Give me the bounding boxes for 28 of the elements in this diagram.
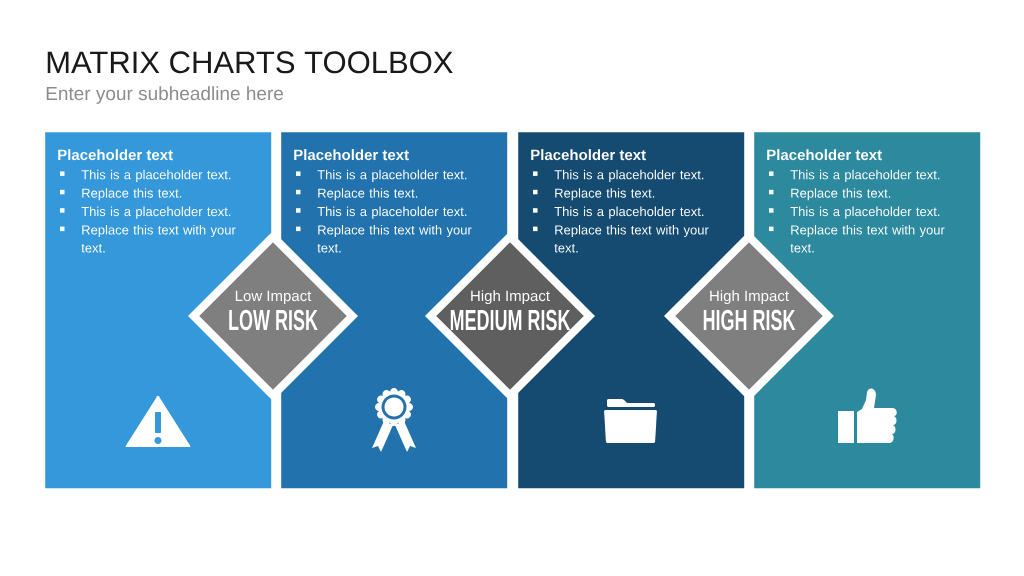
panel-heading: Placeholder text [767, 149, 882, 161]
panel-heading: Placeholder text [58, 149, 173, 161]
impact-label: High Impact [471, 290, 550, 305]
title: MATRIX CHARTS TOOLBOX [47, 51, 453, 74]
bullet-text: This is a placeholder text. [81, 206, 231, 219]
impact-label: Low Impact [235, 290, 312, 305]
bullet-text: Replace this text. [82, 188, 182, 201]
bullet-text: This is a placeholder text. [790, 169, 940, 182]
risk-label: HIGH RISK [703, 309, 796, 331]
bullet-text: Replace this text. [555, 188, 655, 201]
bullet-text: Replace this text with your text. [81, 225, 236, 253]
bullet-text: Replace this text. [318, 188, 418, 201]
bullet-text: Replace this text with your text. [317, 225, 472, 253]
bullet-text: This is a placeholder text. [317, 169, 467, 182]
subheadline: Enter your subheadline here [46, 86, 283, 104]
bullet-text: This is a placeholder text. [554, 169, 704, 182]
bullet-text: This is a placeholder text. [554, 206, 704, 219]
bullet-text: Replace this text with your text. [554, 225, 709, 253]
bullet-text: This is a placeholder text. [81, 169, 231, 182]
risk-label: LOW RISK [229, 309, 318, 331]
risk-label: MEDIUM RISK [450, 309, 571, 331]
bullet-text: Replace this text with your text. [790, 225, 945, 253]
panel-heading: Placeholder text [294, 149, 409, 161]
impact-label: High Impact [710, 290, 789, 305]
panel-heading: Placeholder text [531, 149, 646, 161]
bullet-text: This is a placeholder text. [317, 206, 467, 219]
bullet-text: This is a placeholder text. [790, 206, 940, 219]
bullet-text: Replace this text. [791, 188, 891, 201]
